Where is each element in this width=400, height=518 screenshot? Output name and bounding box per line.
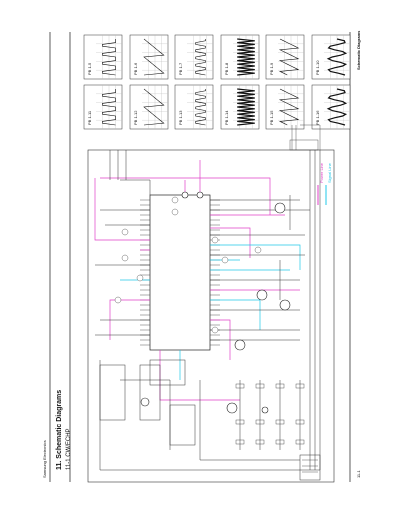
waveform-trace [195, 89, 206, 126]
waveform-label: PB 1-16 [315, 110, 320, 125]
waveform-label: PB 1-9 [269, 62, 274, 75]
waveform-trace [326, 88, 348, 126]
legend [317, 185, 327, 205]
waveform-trace [143, 88, 165, 126]
waveform-box [174, 34, 214, 80]
transistors [140, 191, 291, 414]
waveform-trace [102, 39, 116, 76]
connector-left [99, 359, 196, 446]
waveform-trace [195, 39, 206, 76]
waveform-box [265, 34, 305, 80]
waveform-label: PB 1-12 [133, 110, 138, 125]
waveform-box [174, 84, 214, 130]
waveform-trace [102, 89, 116, 126]
waveform-trace [326, 38, 348, 76]
output-pins [289, 124, 321, 151]
legend-signal-label: Signal Line [327, 163, 332, 183]
waveform-label: PB 1-11 [87, 110, 92, 125]
signal-lines [120, 244, 301, 380]
waveform-label: PB 1-7 [178, 62, 183, 75]
connector-right [299, 454, 321, 481]
test-points [114, 196, 262, 334]
waveform-label: PB 1-15 [269, 110, 274, 125]
legend-power-label: Power Line [319, 162, 324, 183]
waveform-label: PB 1-10 [315, 60, 320, 75]
waveform-label: PB 1-6 [133, 62, 138, 75]
components-bottom [235, 383, 305, 445]
waveform-label: PB 1-14 [224, 110, 229, 125]
waveform-trace [278, 38, 300, 76]
waveform-trace [278, 88, 300, 126]
waveform-panel [83, 34, 351, 130]
waveform-box [265, 84, 305, 130]
main-ic [149, 194, 211, 351]
wiring [95, 150, 321, 471]
waveform-label: PB 1-5 [87, 62, 92, 75]
waveform-trace [237, 38, 255, 76]
waveform-label: PB 1-8 [224, 62, 229, 75]
waveform-trace [237, 88, 255, 126]
waveform-label: PB 1-13 [178, 110, 183, 125]
waveform-trace [143, 38, 165, 76]
